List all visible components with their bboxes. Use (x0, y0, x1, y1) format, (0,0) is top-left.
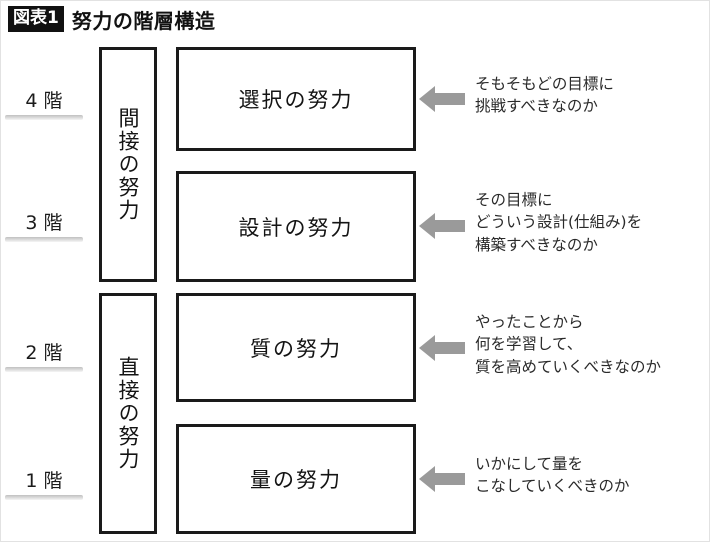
left-arrow-icon (419, 213, 465, 239)
level-box-3f: 設計の努力 (176, 171, 416, 282)
level-box-2f: 質の努力 (176, 293, 416, 402)
note-1f: いかにして量を こなしていくべきのか (475, 453, 630, 498)
note-2f-line1: やったことから (475, 313, 584, 331)
group-box-indirect: 間接の努力 (99, 47, 157, 282)
floor-label-3: 3 階 (1, 208, 87, 242)
note-4f-line2: 挑戦すべきなのか (475, 97, 598, 116)
level-box-4f-label: 選択の努力 (238, 88, 354, 112)
left-arrow-icon (419, 335, 465, 361)
floor-underline (5, 115, 83, 120)
level-box-2f-label: 質の努力 (250, 336, 342, 361)
note-2f-line3: 質を高めていくべきなのか (475, 357, 662, 376)
floor-underline (5, 495, 83, 500)
floor-label-2: 2 階 (1, 338, 87, 372)
note-1f-line1: いかにして量を (475, 455, 584, 473)
page-title: 努力の階層構造 (71, 8, 216, 33)
floor-label-4: 4 階 (1, 86, 87, 120)
note-4f-line1: そもそもどの目標に (475, 75, 614, 93)
group-box-direct: 直接の努力 (99, 293, 157, 534)
level-box-4f: 選択の努力 (176, 47, 416, 151)
floor-underline (5, 237, 83, 242)
note-3f-line3: 構築すべきなのか (475, 235, 598, 254)
left-arrow-icon (419, 466, 465, 492)
figure-number-badge: 図表1 (8, 6, 64, 32)
note-3f: その目標に どういう設計(仕組み)を 構築すべきなのか (475, 189, 642, 256)
level-box-3f-label: 設計の努力 (238, 215, 354, 240)
floor-label-2-text: 2 階 (25, 342, 63, 364)
level-box-1f-label: 量の努力 (250, 468, 342, 492)
floor-label-1-text: 1 階 (25, 470, 63, 492)
note-3f-line2: どういう設計(仕組み)を (475, 213, 643, 232)
note-2f-line2: 何を学習して、 (475, 335, 583, 354)
note-3f-line1: その目標に (475, 191, 553, 209)
left-arrow-icon (419, 86, 465, 112)
floor-label-4-text: 4 階 (25, 90, 63, 112)
figure-title-row: 図表1 努力の階層構造 (8, 5, 215, 33)
floor-label-3-text: 3 階 (25, 212, 63, 234)
group-box-direct-label: 直接の努力 (116, 356, 140, 471)
note-4f: そもそもどの目標に 挑戦すべきなのか (475, 73, 614, 118)
floor-underline (5, 367, 83, 372)
note-1f-line2: こなしていくべきのか (475, 477, 630, 496)
floor-label-1: 1 階 (1, 466, 87, 500)
group-box-indirect-label: 間接の努力 (116, 107, 140, 222)
note-2f: やったことから 何を学習して、 質を高めていくべきなのか (475, 311, 661, 378)
level-box-1f: 量の努力 (176, 424, 416, 534)
